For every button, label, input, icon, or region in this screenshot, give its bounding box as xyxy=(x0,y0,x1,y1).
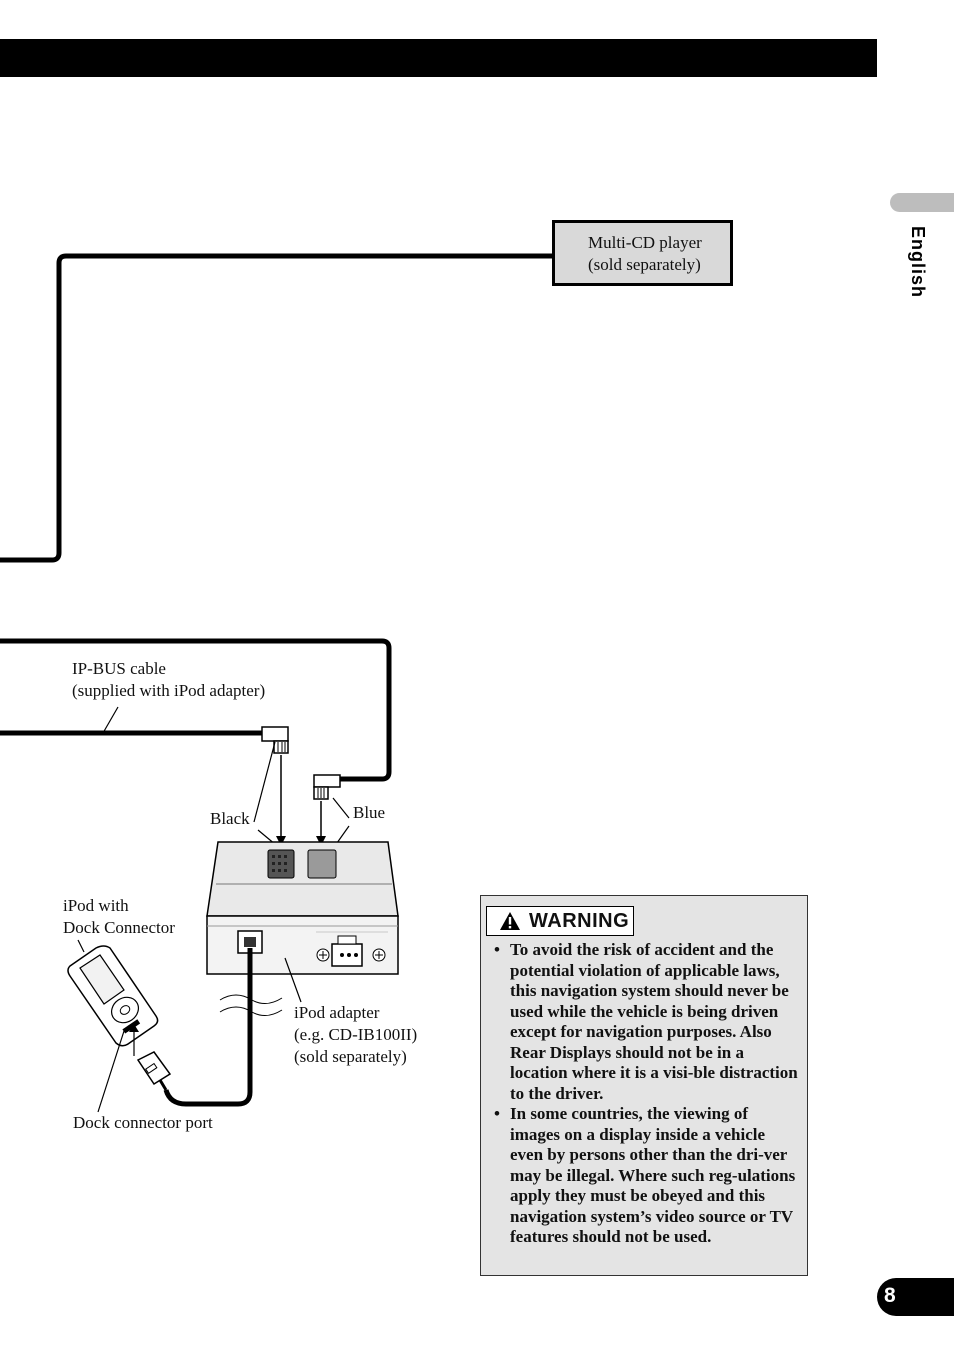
ipod-adapter-label: iPod adapter (e.g. CD-IB100II) (sold sep… xyxy=(294,1002,417,1068)
ipbus-line1: IP-BUS cable xyxy=(72,659,166,678)
warning-box xyxy=(480,895,808,1276)
dock-port-label: Dock connector port xyxy=(73,1113,213,1132)
ipod-device xyxy=(67,945,159,1047)
warning-header: WARNING xyxy=(486,906,634,936)
warning-item-text: To avoid the risk of accident and the po… xyxy=(510,940,798,1103)
page-number-tab xyxy=(877,1278,954,1316)
ipod-line1: iPod with xyxy=(63,896,129,915)
warning-triangle-icon xyxy=(500,912,520,930)
warning-list: •To avoid the risk of accident and the p… xyxy=(494,940,800,1248)
ipod-label: iPod with Dock Connector xyxy=(63,895,175,939)
warning-item-text: In some countries, the viewing of images… xyxy=(510,1104,796,1246)
multi-cd-line1: Multi-CD player xyxy=(588,233,702,252)
multi-cd-player-box xyxy=(552,220,733,286)
warning-item: •To avoid the risk of accident and the p… xyxy=(494,940,798,1103)
header-bar xyxy=(0,39,877,77)
ipbus-line2: (supplied with iPod adapter) xyxy=(72,681,266,700)
blue-label: Blue xyxy=(353,803,386,822)
dock-connector-plug xyxy=(136,1051,172,1091)
adapter-line1: iPod adapter xyxy=(294,1003,380,1022)
language-label: English xyxy=(908,226,928,299)
warning-item: •In some countries, the viewing of image… xyxy=(494,1104,796,1246)
multi-cd-cable xyxy=(0,253,552,563)
ipod-adapter-unit xyxy=(206,841,399,975)
adapter-line3: (sold separately) xyxy=(294,1047,407,1066)
blue-cable xyxy=(0,638,392,782)
warning-title: WARNING xyxy=(529,909,630,932)
adapter-line2: (e.g. CD-IB100II) xyxy=(294,1025,418,1044)
ipbus-cable-label: IP-BUS cable (supplied with iPod adapter… xyxy=(72,658,265,702)
ipod-line2: Dock Connector xyxy=(63,918,175,937)
blue-plug xyxy=(313,774,341,800)
language-tab xyxy=(890,193,954,212)
multi-cd-line2: (sold separately) xyxy=(588,255,701,274)
multi-cd-player-label: Multi-CD player (sold separately) xyxy=(588,232,702,276)
dock-cable xyxy=(163,948,253,1107)
page-number: 8 xyxy=(884,1284,896,1307)
black-plug xyxy=(261,726,289,754)
black-label: Black xyxy=(210,809,250,828)
